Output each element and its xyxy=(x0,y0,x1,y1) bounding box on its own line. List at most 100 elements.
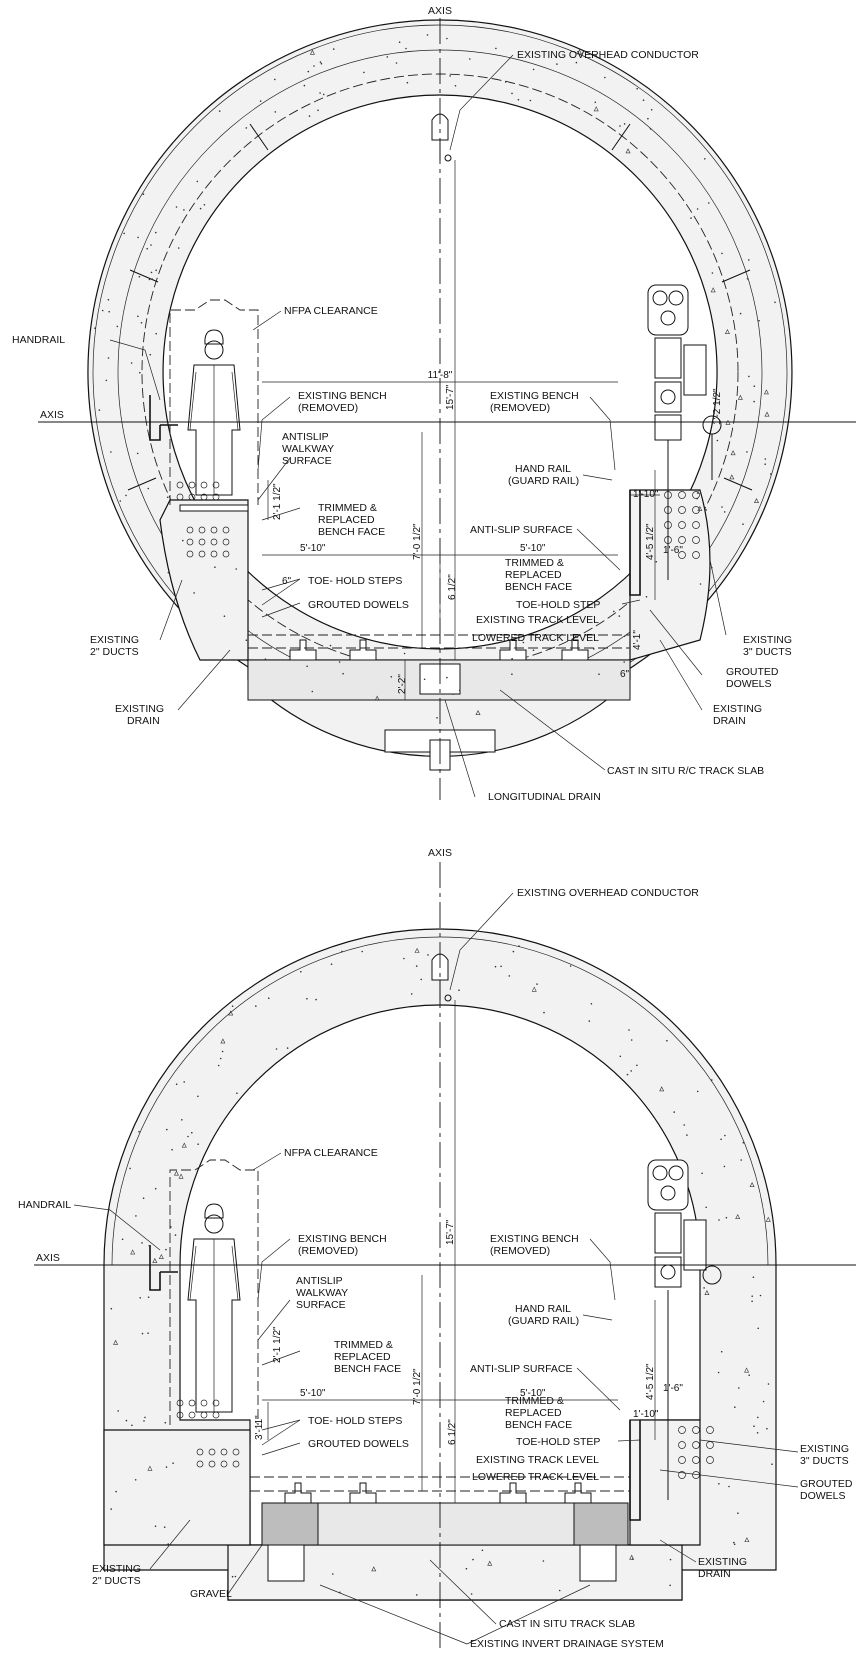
concrete-aggregate xyxy=(625,148,631,154)
concrete-aggregate xyxy=(113,1339,119,1345)
concrete-dot xyxy=(723,1165,726,1168)
concrete-aggregate xyxy=(181,1142,187,1148)
concrete-dot xyxy=(311,690,314,693)
concrete-aggregate xyxy=(729,474,735,480)
top-dim-d5: 5'-10" xyxy=(520,543,546,554)
concrete-dot xyxy=(718,1483,720,1485)
top-lowered-track-label: LOWERED TRACK LEVEL xyxy=(472,632,599,644)
concrete-dot xyxy=(131,1424,133,1427)
concrete-dot xyxy=(342,672,344,675)
concrete-dot xyxy=(155,332,157,335)
concrete-dot xyxy=(711,566,713,569)
concrete-dot xyxy=(613,610,615,613)
bottom-leaders xyxy=(73,892,799,1645)
concrete-dot xyxy=(175,1083,178,1085)
concrete-dot xyxy=(696,497,698,500)
concrete-aggregate xyxy=(659,1086,665,1092)
top-antislip-label-3: SURFACE xyxy=(282,455,332,467)
concrete-dot xyxy=(307,70,310,73)
concrete-dot xyxy=(558,1589,561,1592)
concrete-dot xyxy=(711,1079,713,1081)
concrete-dot xyxy=(716,439,719,442)
concrete-aggregate xyxy=(696,488,702,494)
top-trimmed-r-label-1: TRIMMED & xyxy=(505,557,564,569)
concrete-dot xyxy=(728,1485,730,1488)
concrete-dot xyxy=(757,1416,759,1419)
concrete-dot xyxy=(420,978,423,981)
concrete-dot xyxy=(144,1416,146,1419)
concrete-aggregate xyxy=(147,1465,153,1471)
concrete-dot xyxy=(286,1047,289,1049)
top-dim-d12: 4'-5 1/2" xyxy=(645,523,656,560)
concrete-dot xyxy=(769,473,772,475)
bottom-worker-figure xyxy=(187,1203,241,1413)
concrete-aggregate xyxy=(735,1213,741,1219)
concrete-dot xyxy=(297,649,299,651)
top-nfpa-clearance-envelope xyxy=(169,299,259,505)
top-dim-d11: 1'-2 1/2" xyxy=(712,388,723,425)
concrete-dot xyxy=(123,232,125,235)
concrete-dot xyxy=(141,1242,143,1244)
concrete-dot xyxy=(723,511,726,513)
top-section: AXIS EXISTING OVERHEAD CONDUCTOR NFPA CL… xyxy=(12,5,856,803)
concrete-aggregate xyxy=(724,328,730,334)
bottom-existing-track-label: EXISTING TRACK LEVEL xyxy=(476,1454,599,1466)
concrete-dot xyxy=(753,400,755,403)
top-antislip-label-1: ANTISLIP xyxy=(282,431,329,443)
concrete-aggregate xyxy=(629,1554,635,1560)
concrete-aggregate xyxy=(710,287,716,293)
top-slab-label: CAST IN SITU R/C TRACK SLAB xyxy=(607,765,764,777)
concrete-dot xyxy=(500,965,502,968)
concrete-dot xyxy=(594,101,597,104)
concrete-dot xyxy=(121,1238,124,1241)
concrete-dot xyxy=(649,128,652,130)
bottom-dim-d2: 15'-7" xyxy=(445,1219,456,1245)
concrete-dot xyxy=(717,1371,720,1374)
concrete-dot xyxy=(332,1573,334,1575)
concrete-dot xyxy=(598,673,600,675)
concrete-dot xyxy=(669,1584,671,1587)
top-ducts2-label-2: 2" DUCTS xyxy=(90,646,139,658)
concrete-dot xyxy=(630,1070,632,1072)
concrete-dot xyxy=(764,463,766,466)
concrete-dot xyxy=(164,1421,167,1424)
concrete-dot xyxy=(753,1425,755,1427)
bottom-invert-label: EXISTING INVERT DRAINAGE SYSTEM xyxy=(470,1638,664,1650)
concrete-dot xyxy=(218,110,221,112)
concrete-aggregate xyxy=(173,1170,179,1176)
top-antislip-label-2: WALKWAY xyxy=(282,443,334,455)
concrete-dot xyxy=(725,1216,728,1219)
concrete-dot xyxy=(753,385,756,388)
bottom-rails xyxy=(284,1482,592,1504)
concrete-dot xyxy=(543,1011,545,1014)
top-long-drain-label: LONGITUDINAL DRAIN xyxy=(488,791,601,803)
top-grouted-dowels-label: GROUTED DOWELS xyxy=(308,599,409,611)
concrete-dot xyxy=(275,1048,278,1050)
bottom-dim-d9: 3'-11" xyxy=(254,1415,265,1440)
concrete-dot xyxy=(338,661,341,663)
top-dim-d9: 2'-2" xyxy=(397,674,408,694)
concrete-dot xyxy=(748,1374,750,1376)
concrete-aggregate xyxy=(730,450,736,456)
concrete-dot xyxy=(512,950,515,953)
concrete-dot xyxy=(203,204,206,206)
concrete-dot xyxy=(110,451,112,453)
concrete-aggregate xyxy=(763,389,769,395)
top-trimmed-label-1: TRIMMED & xyxy=(318,502,377,514)
concrete-dot xyxy=(759,1294,762,1297)
concrete-dot xyxy=(146,247,148,250)
top-gdowels-r-label-2: DOWELS xyxy=(726,678,772,690)
bottom-ducts2-label-2: 2" DUCTS xyxy=(92,1575,141,1587)
concrete-dot xyxy=(329,644,332,647)
concrete-dot xyxy=(751,1300,753,1303)
concrete-dot xyxy=(134,1479,137,1481)
concrete-dot xyxy=(319,61,322,63)
concrete-dot xyxy=(406,81,409,84)
concrete-dot xyxy=(155,269,157,272)
concrete-dot xyxy=(390,676,393,678)
concrete-dot xyxy=(734,1406,736,1408)
concrete-dot xyxy=(398,41,401,43)
concrete-aggregate xyxy=(704,1290,710,1296)
top-dim-d13: 1'-6" xyxy=(663,545,683,556)
bottom-gdowels-r-label-1: GROUTED xyxy=(800,1478,853,1490)
